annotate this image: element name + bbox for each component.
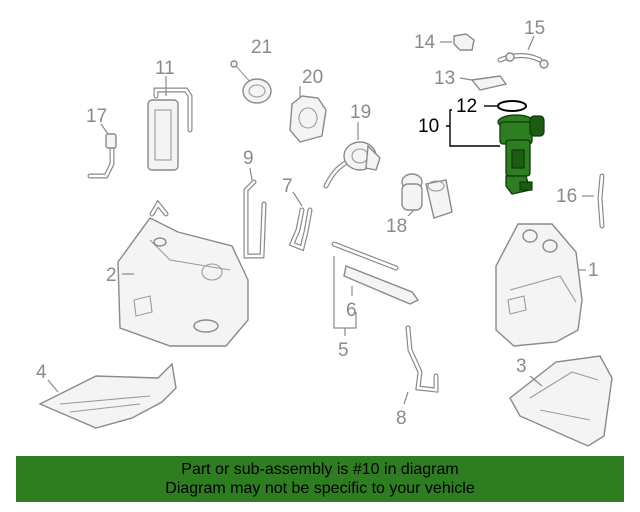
part-9-hose — [243, 167, 267, 259]
callout-18[interactable]: 18 — [386, 216, 407, 237]
parts-diagram: 21 20 19 14 15 13 12 — [36, 18, 613, 447]
part-14-clip — [440, 33, 475, 51]
callout-14[interactable]: 14 — [414, 32, 436, 53]
callout-9[interactable]: 9 — [243, 148, 254, 169]
callout-12[interactable]: 12 — [456, 96, 477, 117]
callout-10[interactable]: 10 — [418, 116, 439, 137]
callout-15[interactable]: 15 — [524, 18, 545, 39]
callout-17[interactable]: 17 — [86, 106, 107, 127]
part-21-filler-cap — [230, 60, 272, 104]
part-7-hose — [288, 191, 313, 252]
callout-11[interactable]: 11 — [155, 58, 175, 79]
callout-1[interactable]: 1 — [588, 260, 599, 281]
part-2-fuel-tank — [117, 199, 249, 347]
part-19-filler-neck — [323, 122, 381, 189]
part-16-strap — [582, 173, 605, 229]
callout-4[interactable]: 4 — [36, 362, 47, 383]
callout-19[interactable]: 19 — [350, 102, 371, 123]
banner-line-1: Part or sub-assembly is #10 in diagram — [181, 461, 459, 478]
callout-16[interactable]: 16 — [556, 186, 577, 207]
part-10-fuel-pump-module — [446, 109, 545, 195]
part-18-couplings — [401, 173, 453, 219]
part-11-sending-unit — [147, 76, 193, 171]
callout-5[interactable]: 5 — [338, 340, 349, 361]
part-17-sensor — [87, 123, 117, 179]
callout-13[interactable]: 13 — [434, 68, 455, 89]
callout-20[interactable]: 20 — [302, 67, 323, 88]
info-banner: Part or sub-assembly is #10 in diagram D… — [16, 456, 624, 502]
part-1-tank-half — [495, 223, 586, 347]
banner-line-2: Diagram may not be specific to your vehi… — [165, 480, 475, 497]
part-6-hose-rail — [331, 241, 420, 336]
callout-3[interactable]: 3 — [516, 356, 527, 377]
callout-8[interactable]: 8 — [396, 408, 407, 429]
callout-2[interactable]: 2 — [106, 265, 117, 286]
part-3-guard — [509, 355, 613, 447]
part-13-bracket — [459, 75, 508, 91]
part-4-heat-shield — [38, 362, 177, 429]
part-8-pipe — [403, 325, 439, 405]
callout-7[interactable]: 7 — [282, 176, 293, 197]
part-20-filler-housing — [289, 86, 327, 143]
callout-21[interactable]: 21 — [251, 37, 272, 58]
part-12-seal-ring — [484, 100, 527, 112]
part-15-harness — [497, 35, 549, 69]
callout-6[interactable]: 6 — [346, 300, 357, 321]
